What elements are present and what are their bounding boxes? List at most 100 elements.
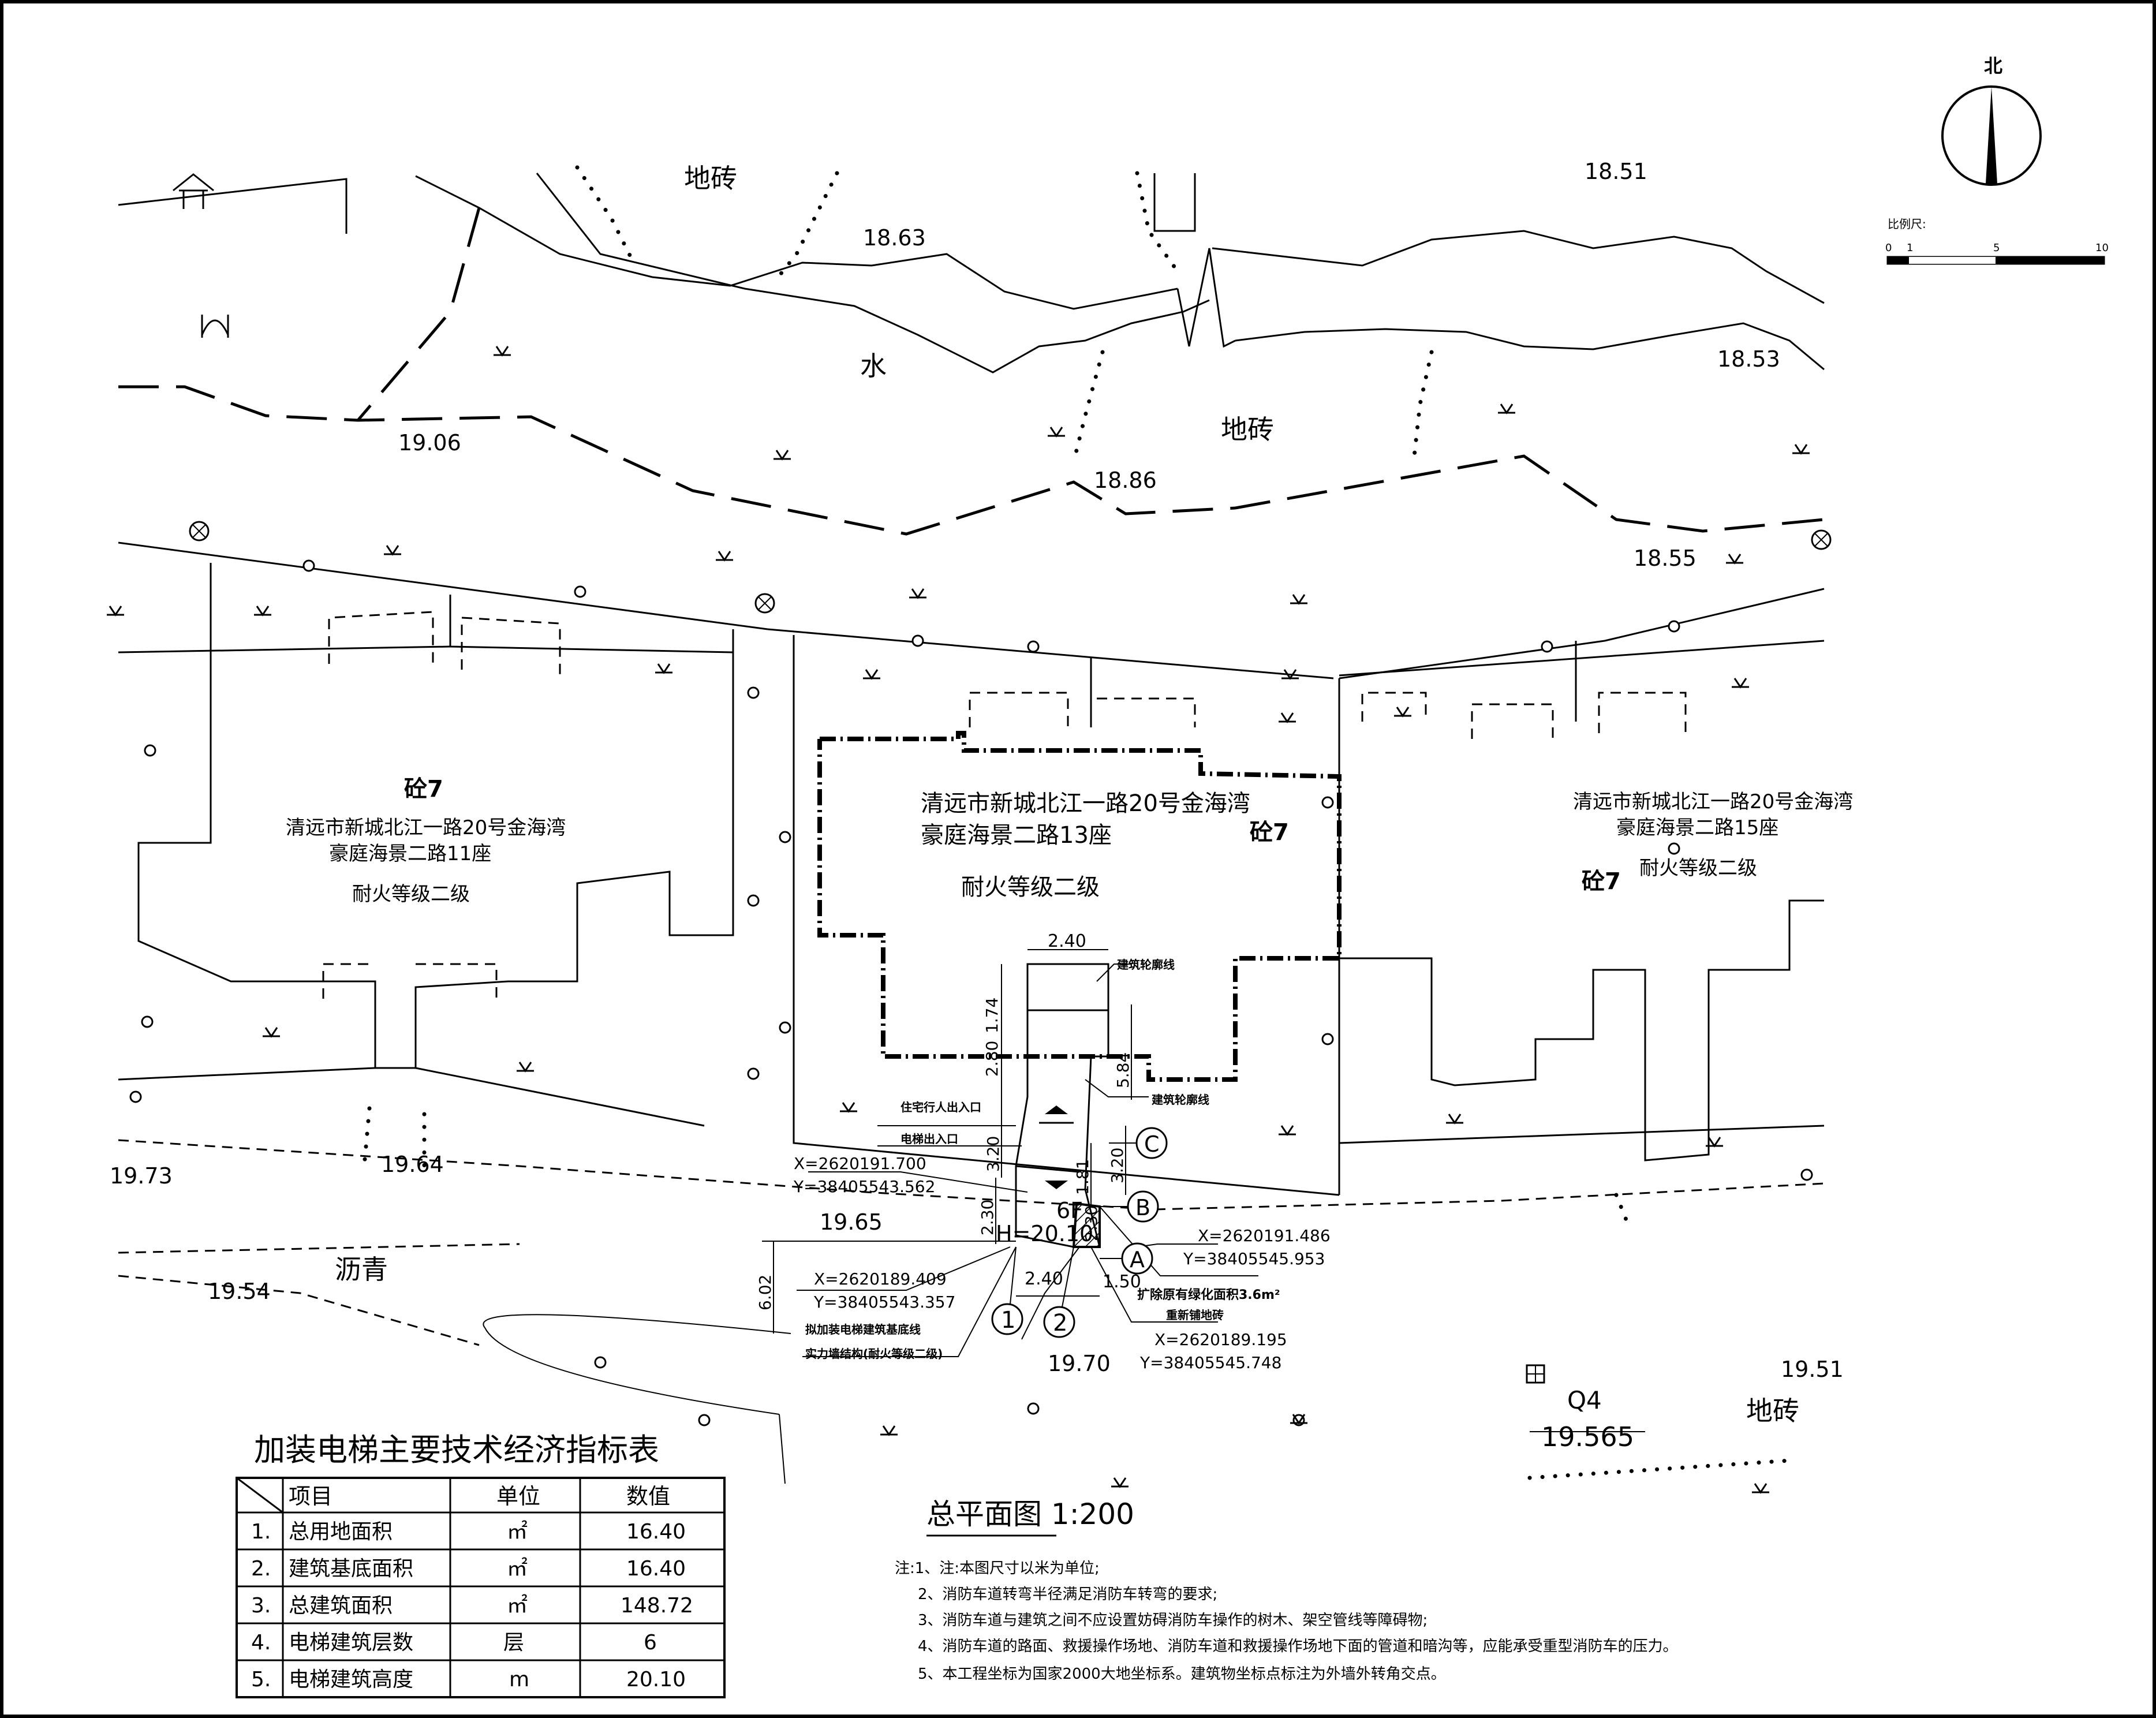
axis-markers bbox=[991, 1127, 1168, 1338]
axis-label: C bbox=[1144, 1131, 1160, 1157]
dimension-label: 2.30 bbox=[978, 1200, 997, 1235]
table-cell: ㎡ bbox=[507, 1593, 528, 1618]
elevator-text: 6F H=20.10 2.40 1.74 2.80 5.84 3.20 3.20… bbox=[756, 931, 1331, 1372]
elevator-height: H=20.10 bbox=[996, 1221, 1093, 1246]
dimension-label: 2.30 bbox=[1082, 1205, 1101, 1241]
tree-dot-rows bbox=[361, 1106, 1792, 1480]
table-cell: 2. bbox=[251, 1557, 271, 1581]
table-cell: 3. bbox=[251, 1594, 271, 1618]
paving-label-south: 地砖 bbox=[1746, 1395, 1799, 1426]
table-cell: ㎡ bbox=[507, 1519, 528, 1544]
fire-rating: 耐火等级二级 bbox=[961, 874, 1100, 901]
indicator-table: 加装电梯主要技术经济指标表 项目 单位 数值 1. 总用地面积 ㎡ 16.40 … bbox=[251, 1432, 693, 1691]
elevation-label: 18.86 bbox=[1094, 468, 1157, 493]
water-label: 水 bbox=[860, 350, 887, 382]
table-cell: 电梯建筑高度 bbox=[289, 1668, 413, 1691]
dimension-label: 3.20 bbox=[1108, 1148, 1127, 1183]
lawn-symbols bbox=[107, 346, 1810, 1494]
dimension-label: 2.40 bbox=[1025, 1269, 1063, 1289]
note-green-area: 扩除原有绿化面积3.6m² bbox=[1137, 1287, 1280, 1302]
structure-label: 砼7 bbox=[1582, 868, 1621, 895]
leader-lines bbox=[797, 963, 1258, 1357]
coordinate: X=2620189.409 bbox=[814, 1269, 947, 1288]
table-cell: ㎡ bbox=[507, 1556, 528, 1581]
table-header: 数值 bbox=[626, 1484, 670, 1509]
building-name: 豪庭海景二路11座 bbox=[329, 842, 491, 865]
indicator-table-grid bbox=[236, 1477, 1056, 1698]
table-cell: 总建筑面积 bbox=[289, 1594, 393, 1618]
table-cell: 20.10 bbox=[626, 1668, 686, 1691]
note-line: 3、消防车道与建筑之间不应设置妨碍消防车操作的树木、架空管线等障碍物; bbox=[918, 1612, 1428, 1629]
building-name: 豪庭海景二路15座 bbox=[1616, 816, 1778, 839]
note-building-outline: 建筑轮廓线 bbox=[1117, 958, 1175, 972]
coordinate: X=2620191.486 bbox=[1198, 1226, 1331, 1245]
structure-label: 砼7 bbox=[1250, 819, 1289, 846]
dimension-label: 2.80 bbox=[982, 1041, 1002, 1077]
benchmark-marker bbox=[1526, 1364, 1545, 1384]
table-cell: 层 bbox=[503, 1631, 524, 1654]
paving-label-north-2: 地砖 bbox=[1221, 414, 1274, 445]
building-11-outline bbox=[118, 541, 768, 1127]
pavilion-icon bbox=[173, 173, 214, 209]
table-header: 单位 bbox=[496, 1484, 540, 1509]
note-line: 4、消防车道的路面、救援操作场地、消防车道和救援操作场地下面的管道和暗沟等，应能… bbox=[918, 1638, 1678, 1655]
dimension-label: 1.74 bbox=[982, 998, 1002, 1033]
table-cell: 5. bbox=[251, 1668, 271, 1691]
table-cell: 16.40 bbox=[626, 1557, 686, 1581]
note-wall: 实力墙结构(耐火等级二级) bbox=[805, 1347, 943, 1361]
table-cell: 1. bbox=[251, 1520, 271, 1544]
coordinate: X=2620191.700 bbox=[794, 1154, 926, 1173]
elevation-label: 19.65 bbox=[820, 1209, 883, 1235]
dimension-label: 5.84 bbox=[1114, 1052, 1133, 1088]
coordinate: Y=38405545.748 bbox=[1139, 1353, 1281, 1372]
light-poles bbox=[129, 559, 1813, 1426]
elevation-label: 18.53 bbox=[1717, 346, 1780, 372]
roads bbox=[118, 1139, 1825, 1484]
note-footprint: 拟加装电梯建筑基底线 bbox=[805, 1323, 921, 1336]
coordinate: Y=38405545.953 bbox=[1183, 1249, 1325, 1268]
table-cell: 148.72 bbox=[621, 1594, 693, 1618]
axis-label: 1 bbox=[1001, 1307, 1015, 1334]
dimension-label: 6.02 bbox=[756, 1275, 775, 1310]
elevation-label: 19.54 bbox=[208, 1279, 271, 1304]
note-line: 注:1、注:本图尺寸以米为单位; bbox=[895, 1560, 1100, 1577]
drawing-title: 总平面图 1:200 bbox=[926, 1497, 1134, 1531]
scale-tick: 5 bbox=[1993, 242, 2000, 254]
elevation-label: 19.70 bbox=[1048, 1351, 1111, 1376]
coordinate: Y=38405543.562 bbox=[793, 1177, 935, 1196]
building-name: 清远市新城北江一路20号金海湾 bbox=[921, 790, 1250, 817]
note-line: 5、本工程坐标为国家2000大地坐标系。建筑物坐标点标注为外墙外转角交点。 bbox=[918, 1665, 1446, 1683]
north-label: 北 bbox=[1984, 55, 2002, 77]
general-notes: 注:1、注:本图尺寸以米为单位; 2、消防车道转弯半径满足消防车转弯的要求; 3… bbox=[895, 1560, 1678, 1683]
coordinate: X=2620189.195 bbox=[1154, 1330, 1287, 1349]
note-line: 2、消防车道转弯半径满足消防车转弯的要求; bbox=[918, 1586, 1217, 1603]
scale-label: 比例尺: bbox=[1888, 217, 1926, 231]
scale-bar bbox=[1886, 256, 2105, 265]
axis-label: B bbox=[1135, 1195, 1150, 1220]
building-11-text: 砼7 清远市新城北江一路20号金海湾 豪庭海景二路11座 耐火等级二级 bbox=[286, 776, 566, 906]
note-building-outline: 建筑轮廓线 bbox=[1152, 1093, 1209, 1107]
grass-icon bbox=[201, 315, 229, 338]
table-cell: 建筑基底面积 bbox=[289, 1557, 413, 1581]
coordinate: Y=38405543.357 bbox=[813, 1293, 955, 1312]
note-repave: 重新铺地砖 bbox=[1166, 1308, 1224, 1322]
building-13-outline bbox=[767, 628, 1342, 1196]
elevator-floors: 6F bbox=[1056, 1198, 1083, 1223]
dimension-label: 1.81 bbox=[1073, 1159, 1092, 1195]
dimension-lines bbox=[762, 949, 1132, 1334]
building-13-text: 清远市新城北江一路20号金海湾 豪庭海景二路13座 耐火等级二级 砼7 bbox=[921, 790, 1289, 901]
table-cell: 4. bbox=[251, 1631, 271, 1654]
elevation-label: 19.06 bbox=[398, 430, 461, 455]
scale-tick: 0 bbox=[1885, 242, 1892, 254]
table-header: 项目 bbox=[289, 1484, 332, 1509]
benchmark-value: 19.565 bbox=[1541, 1421, 1634, 1452]
building-name: 清远市新城北江一路20号金海湾 bbox=[286, 816, 566, 839]
note-resident-entry: 住宅行人出入口 bbox=[900, 1100, 981, 1114]
site-text: 地砖 地砖 地砖 水 沥青 18.63 18.51 18.53 19.06 18… bbox=[110, 55, 2109, 1452]
north-arrow-icon bbox=[1941, 85, 2042, 186]
scale-tick: 1 bbox=[1907, 242, 1913, 254]
table-cell: 电梯建筑层数 bbox=[289, 1631, 413, 1654]
north-site-lines bbox=[118, 165, 1825, 536]
